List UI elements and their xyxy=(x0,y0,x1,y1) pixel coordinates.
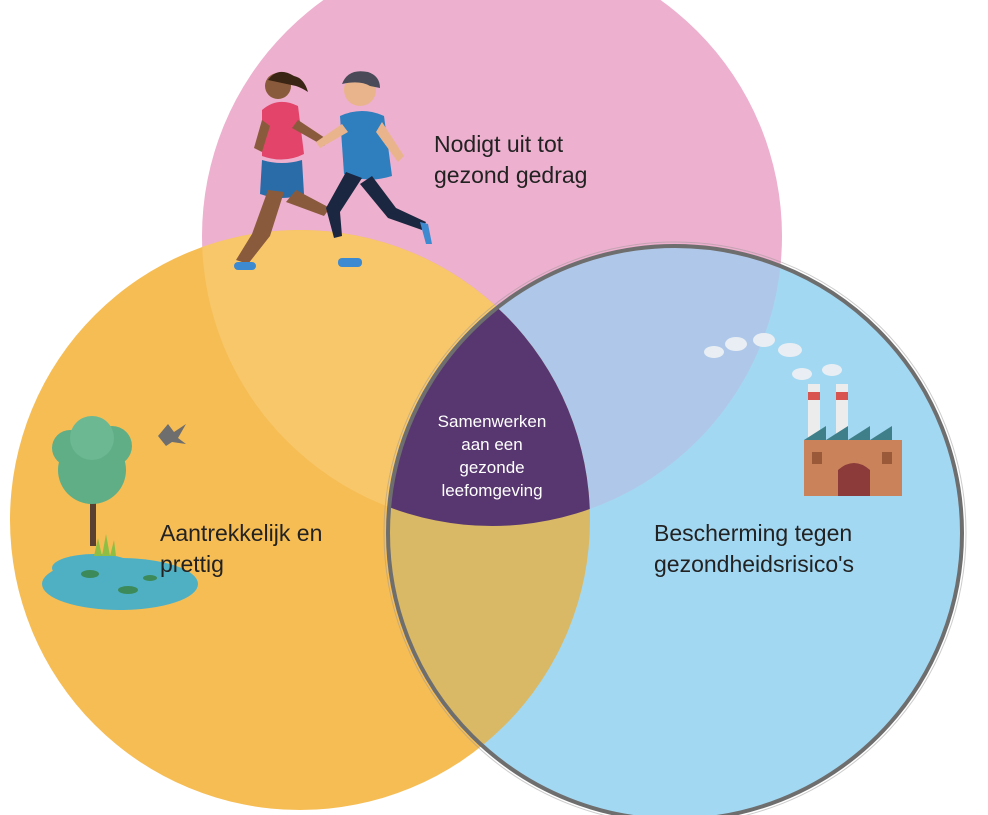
factory-illustration xyxy=(704,333,902,496)
label-right-circle: Bescherming tegen gezondheidsrisico's xyxy=(654,520,855,577)
circle-right-outline xyxy=(386,244,964,815)
label-center: Samenwerken aan een gezonde leefomgeving xyxy=(437,412,547,500)
runners-illustration xyxy=(234,71,432,270)
tree-pond-illustration xyxy=(42,416,198,610)
label-left-circle: Aantrekkelijk en prettig xyxy=(160,520,323,577)
label-top-circle: Nodigt uit tot gezond gedrag xyxy=(434,131,588,188)
overlap-center xyxy=(388,246,590,526)
